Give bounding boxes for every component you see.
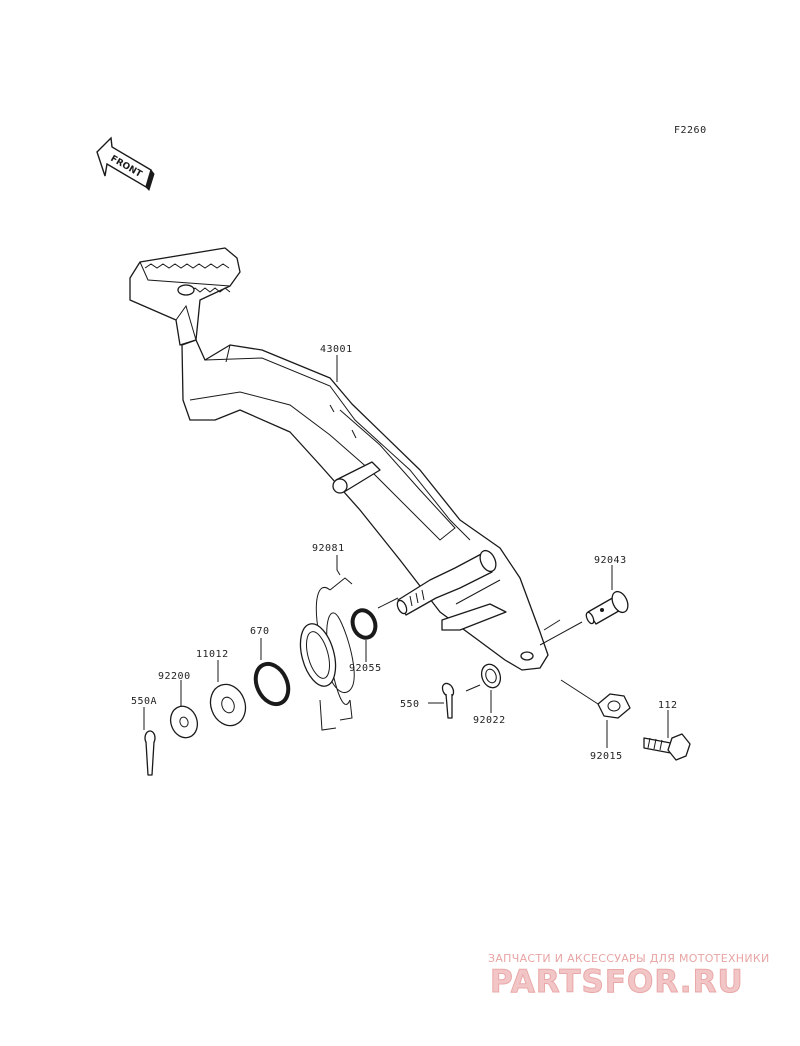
label-112: 112	[658, 700, 678, 711]
watermark-tagline: ЗАПЧАСТИ И АКСЕССУАРЫ ДЛЯ МОТОТЕХНИКИ	[488, 952, 770, 965]
label-92022: 92022	[473, 715, 506, 726]
washer-92022	[480, 663, 502, 689]
label-92015: 92015	[590, 751, 623, 762]
label-92055: 92055	[349, 663, 382, 674]
label-92043: 92043	[594, 555, 627, 566]
label-670: 670	[250, 626, 270, 637]
watermark: ЗАПЧАСТИ И АКСЕССУАРЫ ДЛЯ МОТОТЕХНИКИ PA…	[488, 952, 770, 1001]
o-ring-670	[253, 661, 291, 707]
washer-92200	[169, 705, 199, 739]
front-arrow-icon: FRONT	[96, 136, 155, 191]
cotter-pin-550A	[144, 730, 156, 776]
brake-pedal-43001	[129, 247, 549, 671]
figure-code: F2260	[674, 125, 707, 136]
clevis-pin-92043	[585, 590, 629, 625]
cotter-pin-550	[441, 682, 455, 719]
return-spring-92081	[299, 577, 355, 731]
label-92200: 92200	[158, 671, 191, 682]
o-ring-92055	[350, 608, 378, 640]
label-43001: 43001	[320, 344, 353, 355]
bolt-112	[643, 733, 691, 761]
label-11012: 11012	[196, 649, 229, 660]
label-550A: 550A	[131, 696, 157, 707]
label-92081: 92081	[312, 543, 345, 554]
part-labels: 43001 92081 92043 92055 670 11012 92200 …	[131, 344, 678, 762]
label-550: 550	[400, 699, 420, 710]
nut-92015	[597, 693, 631, 719]
cap-11012	[209, 683, 247, 727]
watermark-brand: PARTSFOR.RU	[490, 964, 744, 1000]
leader-lines	[143, 355, 669, 748]
